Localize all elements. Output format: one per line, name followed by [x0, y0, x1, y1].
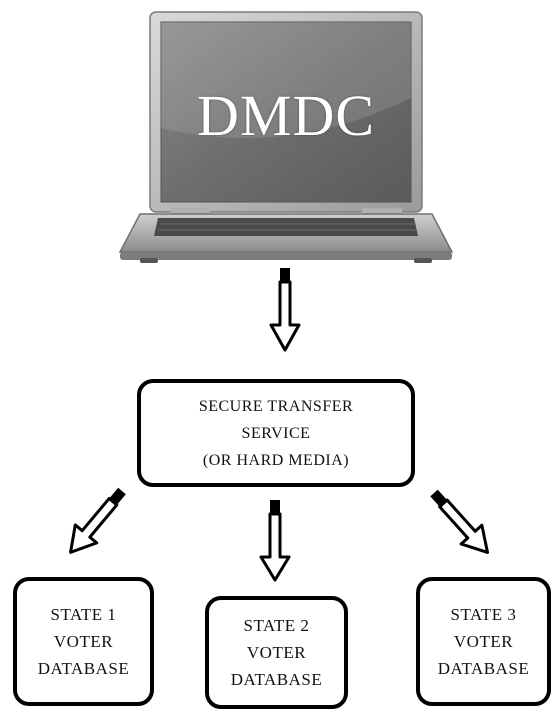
secure-transfer-box: SECURE TRANSFER SERVICE (OR HARD MEDIA) — [137, 379, 415, 487]
state-2-line-3: DATABASE — [230, 670, 323, 689]
laptop-icon — [118, 11, 454, 263]
state-2-line-2: VOTER — [246, 643, 307, 662]
transfer-line-2: SERVICE — [241, 424, 311, 442]
state-3-database-box: STATE 3 VOTER DATABASE — [416, 577, 551, 706]
screen-label: DMDC — [196, 83, 376, 148]
transfer-line-3: (OR HARD MEDIA) — [202, 451, 350, 469]
state-1-database-box: STATE 1 VOTER DATABASE — [13, 577, 154, 706]
arrow-down-left-icon — [69, 487, 126, 554]
arrow-down-icon — [269, 268, 301, 352]
arrow-down-icon — [259, 500, 291, 582]
state-2-line-1: STATE 2 — [243, 616, 310, 635]
state-1-line-2: VOTER — [53, 632, 114, 651]
state-1-line-1: STATE 1 — [50, 605, 117, 624]
state-3-line-2: VOTER — [453, 632, 514, 651]
laptop-illustration: DMDC — [118, 8, 454, 266]
arrow-down-right-icon — [430, 489, 490, 554]
state-3-line-3: DATABASE — [437, 659, 530, 678]
state-1-line-3: DATABASE — [37, 659, 130, 678]
state-2-database-box: STATE 2 VOTER DATABASE — [205, 596, 348, 709]
transfer-line-1: SECURE TRANSFER — [198, 397, 354, 415]
state-3-line-1: STATE 3 — [450, 605, 517, 624]
